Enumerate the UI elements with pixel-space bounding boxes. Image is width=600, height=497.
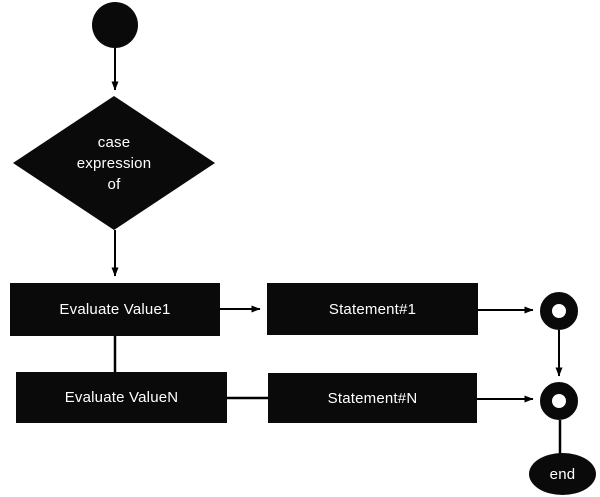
decision-node-case-expression: case expression of	[13, 96, 215, 230]
process-label: Evaluate ValueN	[64, 389, 179, 406]
process-node-evaluate-valuen: Evaluate ValueN	[16, 372, 227, 423]
start-node	[92, 2, 138, 48]
process-label: Statement#N	[327, 389, 418, 407]
process-node-statement-1: Statement#1	[267, 283, 478, 335]
connector-ring-2	[540, 382, 578, 420]
process-node-statement-n: Statement#N	[268, 373, 477, 423]
decision-label-line: expression	[76, 154, 152, 172]
decision-label-line: of	[107, 175, 121, 193]
end-node: end	[529, 453, 596, 495]
decision-label-line: case	[97, 133, 131, 151]
process-label: Statement#1	[328, 300, 417, 318]
end-label: end	[549, 465, 576, 483]
process-label: Evaluate Value1	[59, 301, 171, 318]
connector-ring-1	[540, 292, 578, 330]
process-node-evaluate-value1: Evaluate Value1	[10, 283, 220, 336]
